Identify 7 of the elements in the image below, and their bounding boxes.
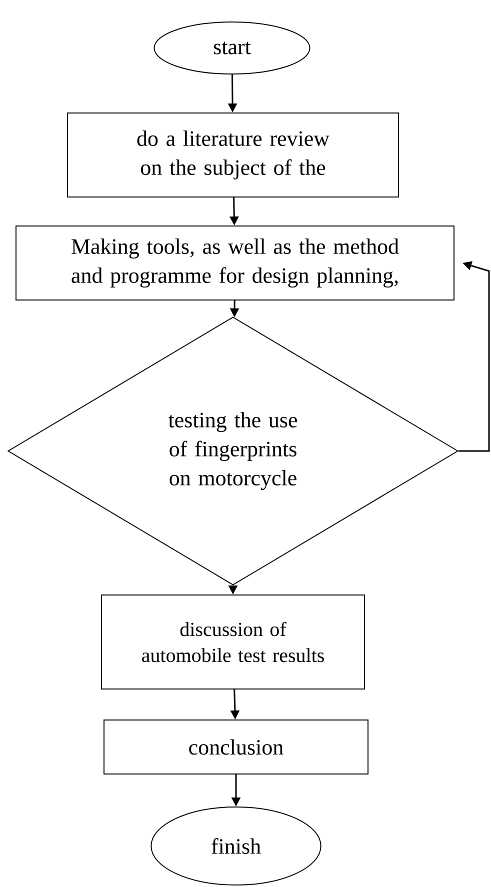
start-terminal: start (154, 22, 310, 74)
process-box: discussion of automobile test results (101, 594, 365, 690)
arrow (458, 261, 490, 452)
process-box: Making tools, as well as the method and programme for design planning, (16, 226, 454, 300)
end-terminal: finish (150, 806, 322, 886)
process-box: do a literature review on the subject of the (67, 112, 399, 198)
process-box: conclusion (104, 720, 368, 774)
